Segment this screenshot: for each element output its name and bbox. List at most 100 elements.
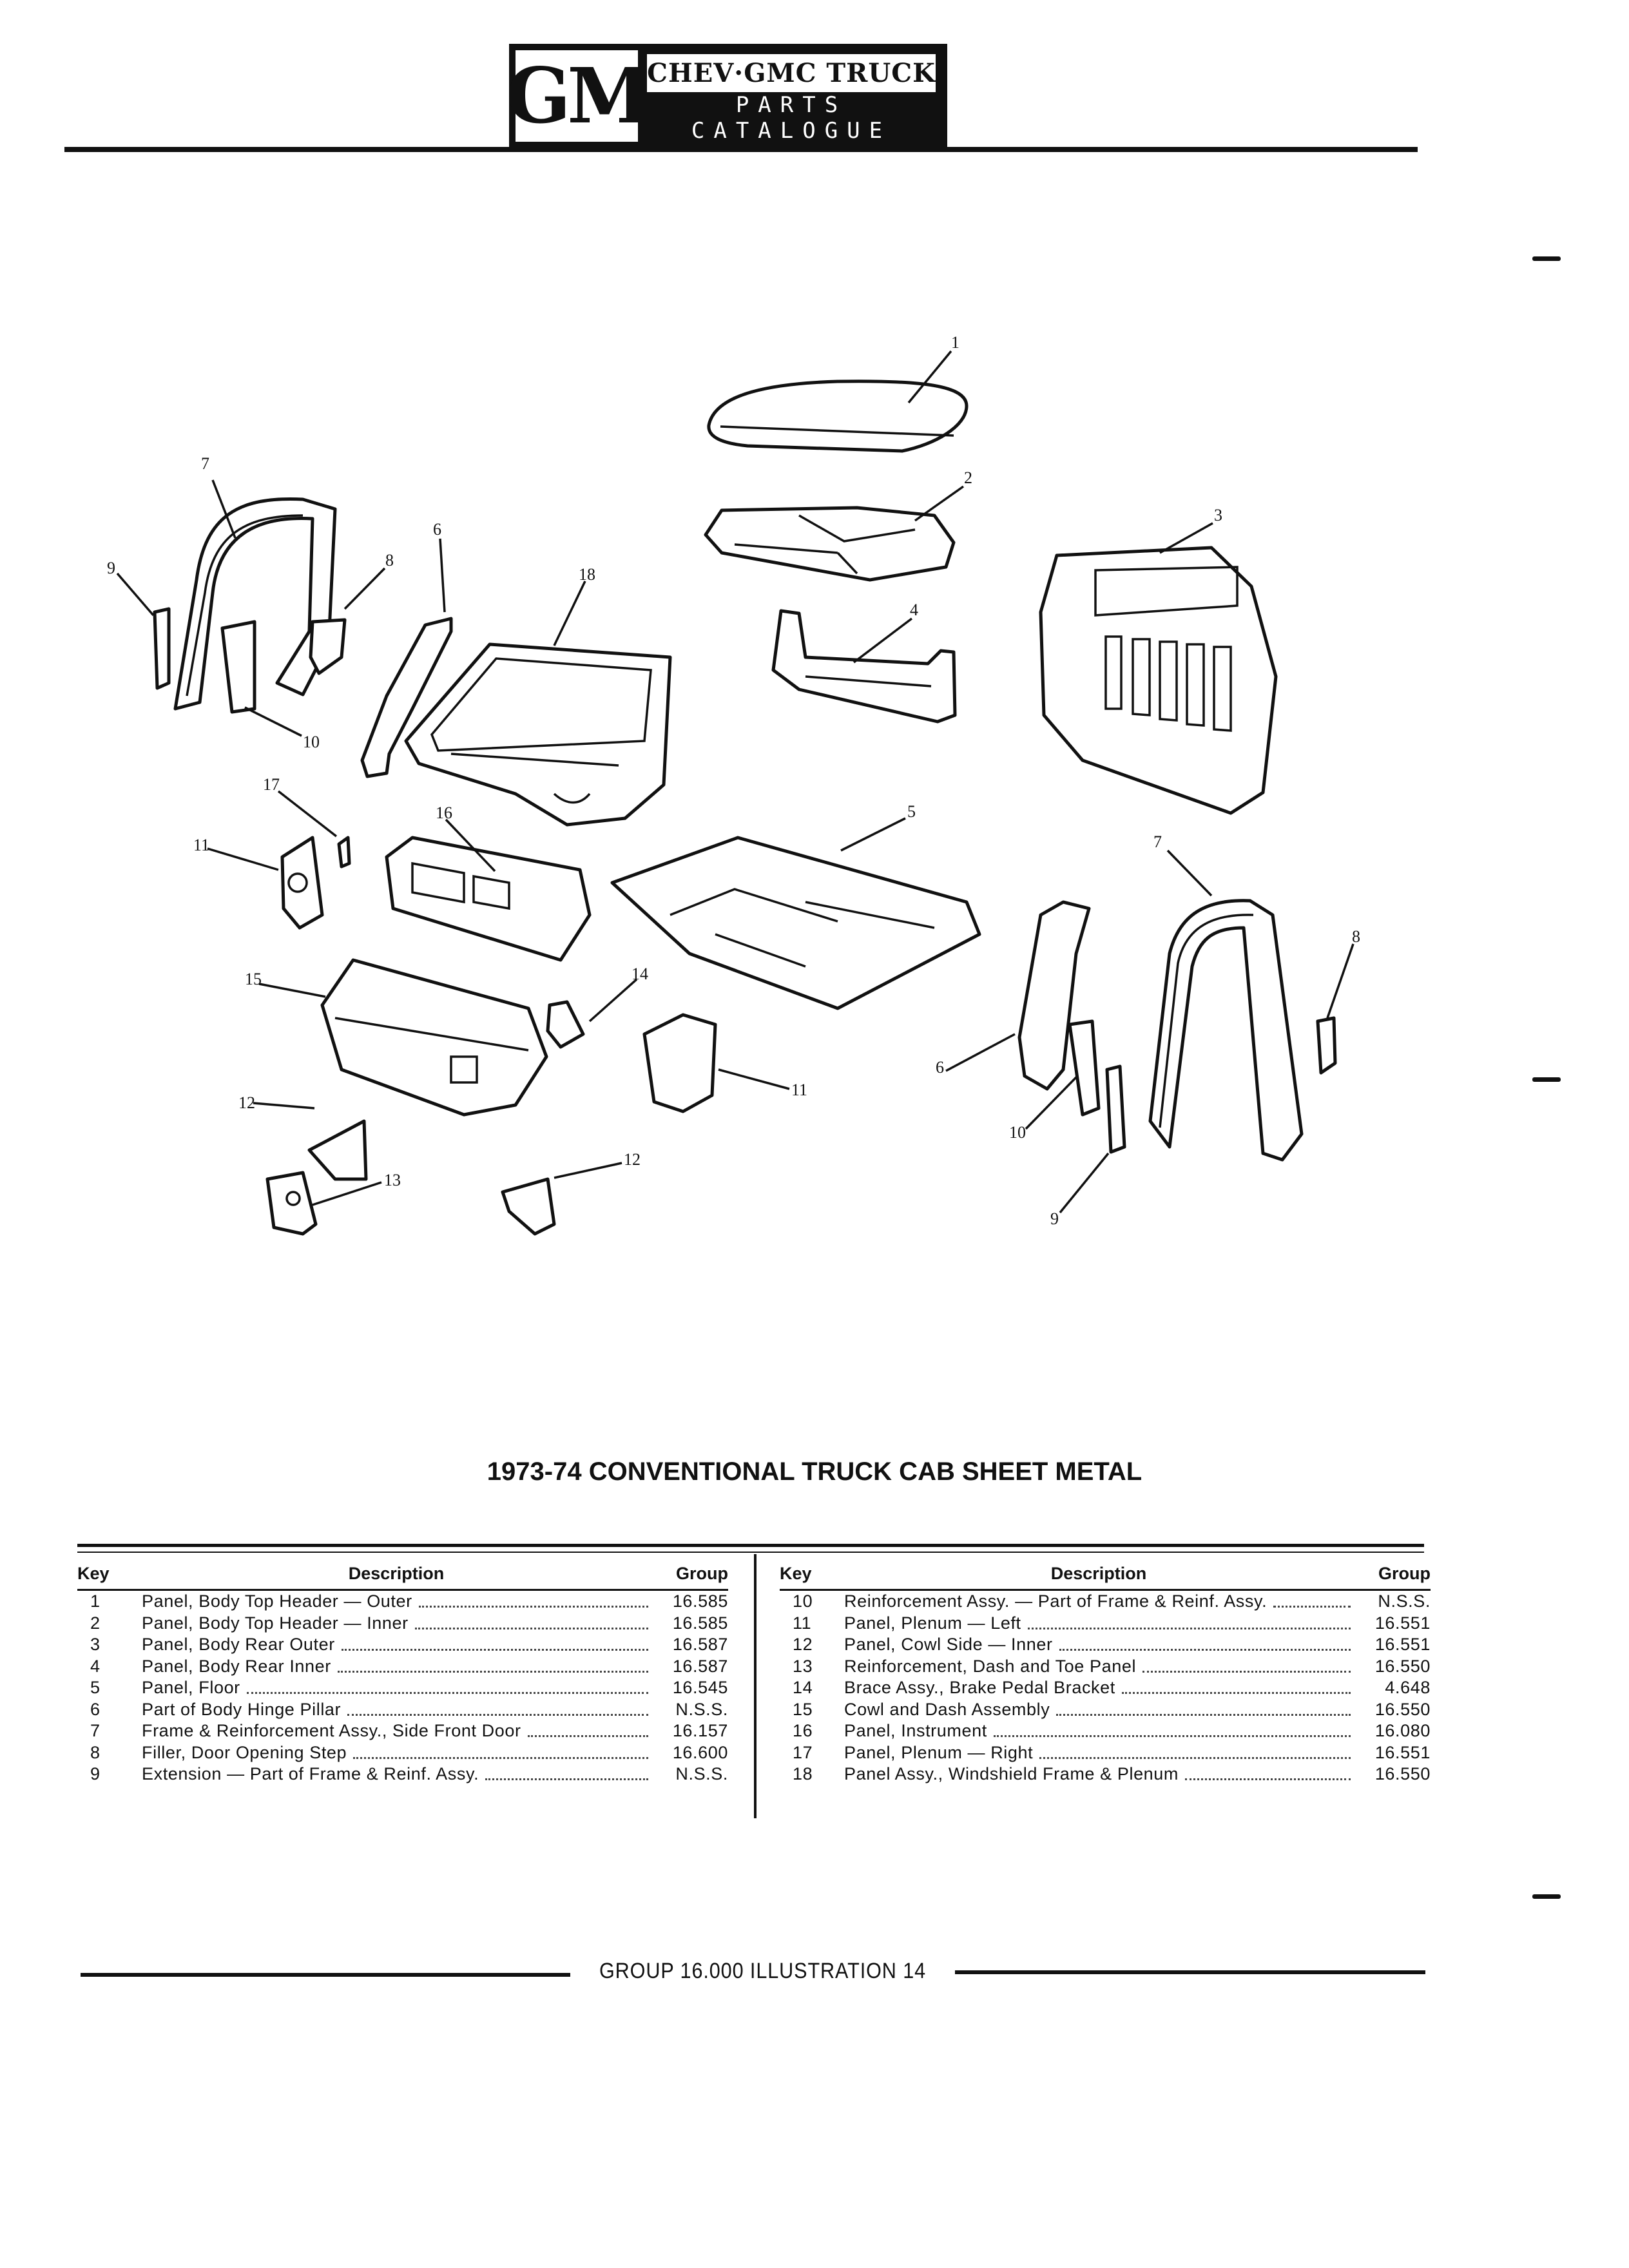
row-description: Panel, Body Rear Outer	[142, 1635, 335, 1655]
row-description-cell: Panel, Body Top Header — Inner	[142, 1613, 657, 1633]
callout-12: 12	[238, 1093, 255, 1112]
header-key: Key	[77, 1563, 110, 1583]
part-cowl-dash	[320, 958, 548, 1117]
callout-11: 11	[193, 836, 209, 854]
callout-5: 5	[907, 802, 916, 821]
callout-10: 10	[303, 733, 320, 751]
header-group: Group	[1378, 1563, 1431, 1583]
dot-leader	[246, 1692, 648, 1695]
callout-15: 15	[245, 970, 262, 988]
dot-leader	[1142, 1670, 1351, 1673]
row-description-cell: Part of Body Hinge Pillar	[142, 1700, 657, 1720]
row-description: Panel, Cowl Side — Inner	[844, 1635, 1053, 1655]
dot-leader	[337, 1670, 648, 1673]
callout-7: 7	[201, 454, 209, 473]
dot-leader	[347, 1713, 648, 1716]
row-group: 4.648	[1385, 1678, 1431, 1698]
row-description: Panel, Plenum — Right	[844, 1742, 1034, 1762]
row-group: 16.545	[672, 1678, 728, 1698]
row-group: 16.585	[672, 1591, 728, 1611]
dot-leader	[353, 1756, 648, 1759]
row-description: Panel, Body Rear Inner	[142, 1656, 331, 1676]
row-description: Cowl and Dash Assembly	[844, 1699, 1050, 1719]
row-group: 16.551	[1374, 1742, 1431, 1762]
callout-8: 8	[385, 551, 394, 570]
dot-leader	[341, 1649, 648, 1651]
part-brake-brace	[546, 1000, 585, 1049]
row-key: 1	[90, 1591, 101, 1611]
callout-14: 14	[631, 965, 648, 983]
row-description: Panel Assy., Windshield Frame & Plenum	[844, 1764, 1179, 1784]
callout-2: 2	[964, 468, 972, 487]
part-rear-inner	[771, 609, 957, 724]
row-description-cell: Panel, Body Rear Outer	[142, 1635, 657, 1655]
callout-18: 18	[579, 565, 595, 584]
row-description: Reinforcement, Dash and Toe Panel	[844, 1656, 1137, 1676]
callout-6: 6	[433, 520, 441, 539]
table-row: 6 Part of Body Hinge Pillar N.S.S.	[77, 1699, 728, 1721]
part-plenum-right	[337, 836, 351, 869]
callout-8-right: 8	[1352, 927, 1360, 946]
callout-6-right: 6	[936, 1058, 944, 1077]
row-key: 14	[793, 1678, 813, 1698]
row-description-cell: Extension — Part of Frame & Reinf. Assy.	[142, 1764, 657, 1784]
dot-leader	[527, 1735, 648, 1738]
header-description: Description	[348, 1563, 445, 1583]
row-key: 8	[90, 1742, 101, 1762]
row-key: 6	[90, 1699, 101, 1719]
row-description-cell: Brace Assy., Brake Pedal Bracket	[844, 1678, 1360, 1698]
logo-text-block: CHEV·GMC TRUCK PARTS CATALOGUE	[647, 50, 941, 144]
part-plenum-left	[280, 836, 324, 930]
row-description-cell: Panel, Body Rear Inner	[142, 1657, 657, 1677]
dot-leader	[1056, 1713, 1351, 1716]
callout-17: 17	[263, 775, 280, 794]
callout-13: 13	[384, 1171, 401, 1189]
row-description-cell: Cowl and Dash Assembly	[844, 1700, 1360, 1720]
row-group: 16.551	[1374, 1635, 1431, 1655]
table-header-left: Key Description Group	[77, 1558, 728, 1591]
row-description-cell: Reinforcement, Dash and Toe Panel	[844, 1657, 1360, 1677]
callout-11-center: 11	[791, 1081, 807, 1099]
row-description: Extension — Part of Frame & Reinf. Assy.	[142, 1764, 479, 1784]
part-roof-outer	[707, 380, 969, 453]
row-group: N.S.S.	[1378, 1591, 1431, 1611]
dot-leader	[1039, 1756, 1351, 1759]
callout-12-right: 12	[624, 1150, 641, 1169]
row-description-cell: Filler, Door Opening Step	[142, 1743, 657, 1763]
row-key: 15	[793, 1699, 813, 1719]
row-description-cell: Panel, Instrument	[844, 1721, 1360, 1741]
callout-3: 3	[1214, 506, 1222, 524]
row-description: Panel, Plenum — Left	[844, 1613, 1021, 1633]
part-floor-panel	[610, 836, 981, 1010]
table-top-rule-thin	[77, 1552, 1424, 1553]
row-key: 10	[793, 1591, 813, 1611]
row-group: 16.550	[1374, 1699, 1431, 1719]
row-description: Filler, Door Opening Step	[142, 1742, 347, 1762]
part-instrument-panel	[385, 836, 592, 962]
dot-leader	[1059, 1649, 1351, 1651]
part-windshield-frame	[404, 642, 672, 827]
part-reinforcement-right	[1068, 1019, 1101, 1117]
footer-caption: GROUP 16.000 ILLUSTRATION 14	[599, 1959, 927, 1983]
logo-top-text: CHEV·GMC TRUCK	[647, 54, 936, 92]
leader-lines	[116, 350, 1354, 1214]
part-roof-inner	[704, 506, 956, 582]
callout-labels: 1 2 3 4 5 6 7 8 9 10 11 12 13 14 15 16 1…	[107, 333, 1360, 1228]
row-key: 13	[793, 1656, 813, 1676]
part-dash-toe-reinforcement	[265, 1171, 318, 1236]
part-hinge-pillar-left	[360, 617, 453, 778]
row-description: Panel, Instrument	[844, 1721, 987, 1741]
row-group: N.S.S.	[675, 1699, 728, 1719]
row-description-cell: Panel, Floor	[142, 1678, 657, 1698]
table-row: 15 Cowl and Dash Assembly 16.550	[780, 1699, 1431, 1721]
